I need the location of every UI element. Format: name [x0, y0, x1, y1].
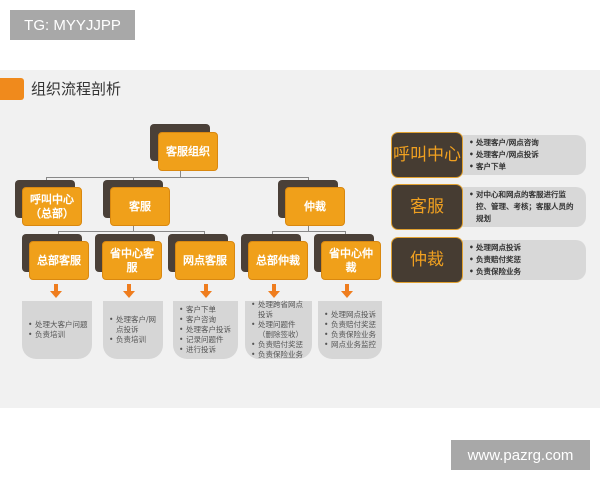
connector [308, 224, 309, 232]
legend-key: 呼叫中心 [391, 132, 463, 178]
desc-item: 负责赔付奖惩 [251, 340, 308, 350]
org-node-province-arbitration: 省中心仲裁 [314, 234, 382, 280]
org-node-outlet-service: 网点客服 [168, 234, 236, 280]
watermark-bottom: www.pazrg.com [451, 440, 590, 470]
legend-item: 对中心和网点的客服进行监控、管理、考核；客服人员的规划 [469, 189, 580, 225]
legend-customer-service: 客服 对中心和网点的客服进行监控、管理、考核；客服人员的规划 [391, 184, 586, 230]
title-accent-bar [0, 78, 24, 100]
desc-item: 负责赔付奖惩 [324, 320, 378, 330]
legend-item: 处理网点投诉 [469, 242, 580, 254]
desc-hq-arbitration: 处理跨省网点投诉 处理问题件（删除签收） 负责赔付奖惩 负责保险业务 [245, 300, 312, 360]
legend-item: 负责赔付奖惩 [469, 254, 580, 266]
node-label: 总部客服 [29, 241, 89, 280]
desc-item: 处理客户/网点投诉 [109, 315, 159, 335]
node-label: 客服 [110, 187, 170, 226]
legend-call-center: 呼叫中心 处理客户/网点咨询 处理客户/网点投诉 客户下单 [391, 132, 586, 178]
desc-outlet-service: 客户下单 客户咨询 处理客户投诉 记录问题件 进行投诉 [173, 301, 238, 359]
desc-item: 负责培训 [28, 330, 88, 340]
legend-item: 负责保险业务 [469, 266, 580, 278]
desc-province-arbitration: 处理网点投诉 负责赔付奖惩 负责保险业务 网点业务监控 [318, 301, 382, 359]
org-node-hq-arbitration: 总部仲裁 [241, 234, 309, 280]
node-label: 省中心客服 [102, 241, 162, 280]
desc-province-service: 处理客户/网点投诉 负责培训 [103, 301, 163, 359]
node-label: 呼叫中心 （总部） [22, 187, 82, 226]
node-label: 仲裁 [285, 187, 345, 226]
org-node-province-service: 省中心客服 [95, 234, 163, 280]
org-node-customer-service: 客服 [103, 180, 173, 226]
connector [272, 231, 345, 232]
desc-item: 处理客户投诉 [179, 325, 234, 335]
arrow-down-icon [268, 284, 280, 298]
org-node-call-center: 呼叫中心 （总部） [15, 180, 85, 226]
legend-item: 客户下单 [469, 161, 580, 173]
arrow-down-icon [123, 284, 135, 298]
node-label: 省中心仲裁 [321, 241, 381, 280]
watermark-top: TG: MYYJJPP [10, 10, 135, 40]
org-node-arbitration: 仲裁 [278, 180, 348, 226]
org-node-hq-service: 总部客服 [22, 234, 90, 280]
desc-item: 客户咨询 [179, 315, 234, 325]
connector [46, 177, 308, 178]
org-node-root: 客服组织 [150, 124, 230, 171]
connector [58, 231, 204, 232]
arrow-down-icon [341, 284, 353, 298]
desc-item: 负责保险业务 [251, 350, 308, 360]
desc-item: 负责培训 [109, 335, 159, 345]
connector [180, 170, 181, 178]
desc-item: 客户下单 [179, 305, 234, 315]
desc-item: 网点业务监控 [324, 340, 378, 350]
desc-item: 处理网点投诉 [324, 310, 378, 320]
desc-item: 处理问题件（删除签收） [251, 320, 308, 340]
desc-item: 负责保险业务 [324, 330, 378, 340]
desc-item: 处理大客户问题 [28, 320, 88, 330]
desc-item: 进行投诉 [179, 345, 234, 355]
node-label: 总部仲裁 [248, 241, 308, 280]
legend-item: 处理客户/网点咨询 [469, 137, 580, 149]
legend-key: 客服 [391, 184, 463, 230]
arrow-down-icon [50, 284, 62, 298]
desc-hq-service: 处理大客户问题 负责培训 [22, 301, 92, 359]
legend-arbitration: 仲裁 处理网点投诉 负责赔付奖惩 负责保险业务 [391, 237, 586, 283]
desc-item: 处理跨省网点投诉 [251, 300, 308, 320]
legend-key: 仲裁 [391, 237, 463, 283]
desc-item: 记录问题件 [179, 335, 234, 345]
node-label: 网点客服 [175, 241, 235, 280]
node-label: 客服组织 [158, 132, 218, 171]
arrow-down-icon [200, 284, 212, 298]
connector [133, 224, 134, 232]
legend-item: 处理客户/网点投诉 [469, 149, 580, 161]
slide-title: 组织流程剖析 [31, 80, 122, 98]
